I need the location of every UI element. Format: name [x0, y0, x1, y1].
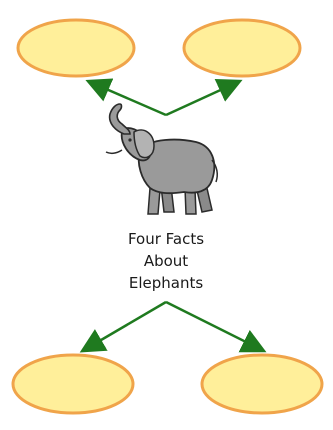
- arrow-to-bottom-right: [166, 302, 262, 350]
- center-title: Four Facts About Elephants: [86, 228, 246, 294]
- fact-bubble-bottom-right: [202, 355, 322, 413]
- fact-bubble-top-right: [184, 20, 300, 76]
- arrow-to-top-right: [166, 82, 238, 115]
- arrow-to-bottom-left: [84, 302, 166, 350]
- fact-bubble-top-left: [18, 20, 134, 76]
- title-line-3: Elephants: [86, 272, 246, 294]
- fact-bubble-bottom-left: [13, 355, 133, 413]
- arrow-to-top-left: [90, 82, 166, 115]
- title-line-2: About: [86, 250, 246, 272]
- elephant-icon: [106, 104, 217, 214]
- title-line-1: Four Facts: [86, 228, 246, 250]
